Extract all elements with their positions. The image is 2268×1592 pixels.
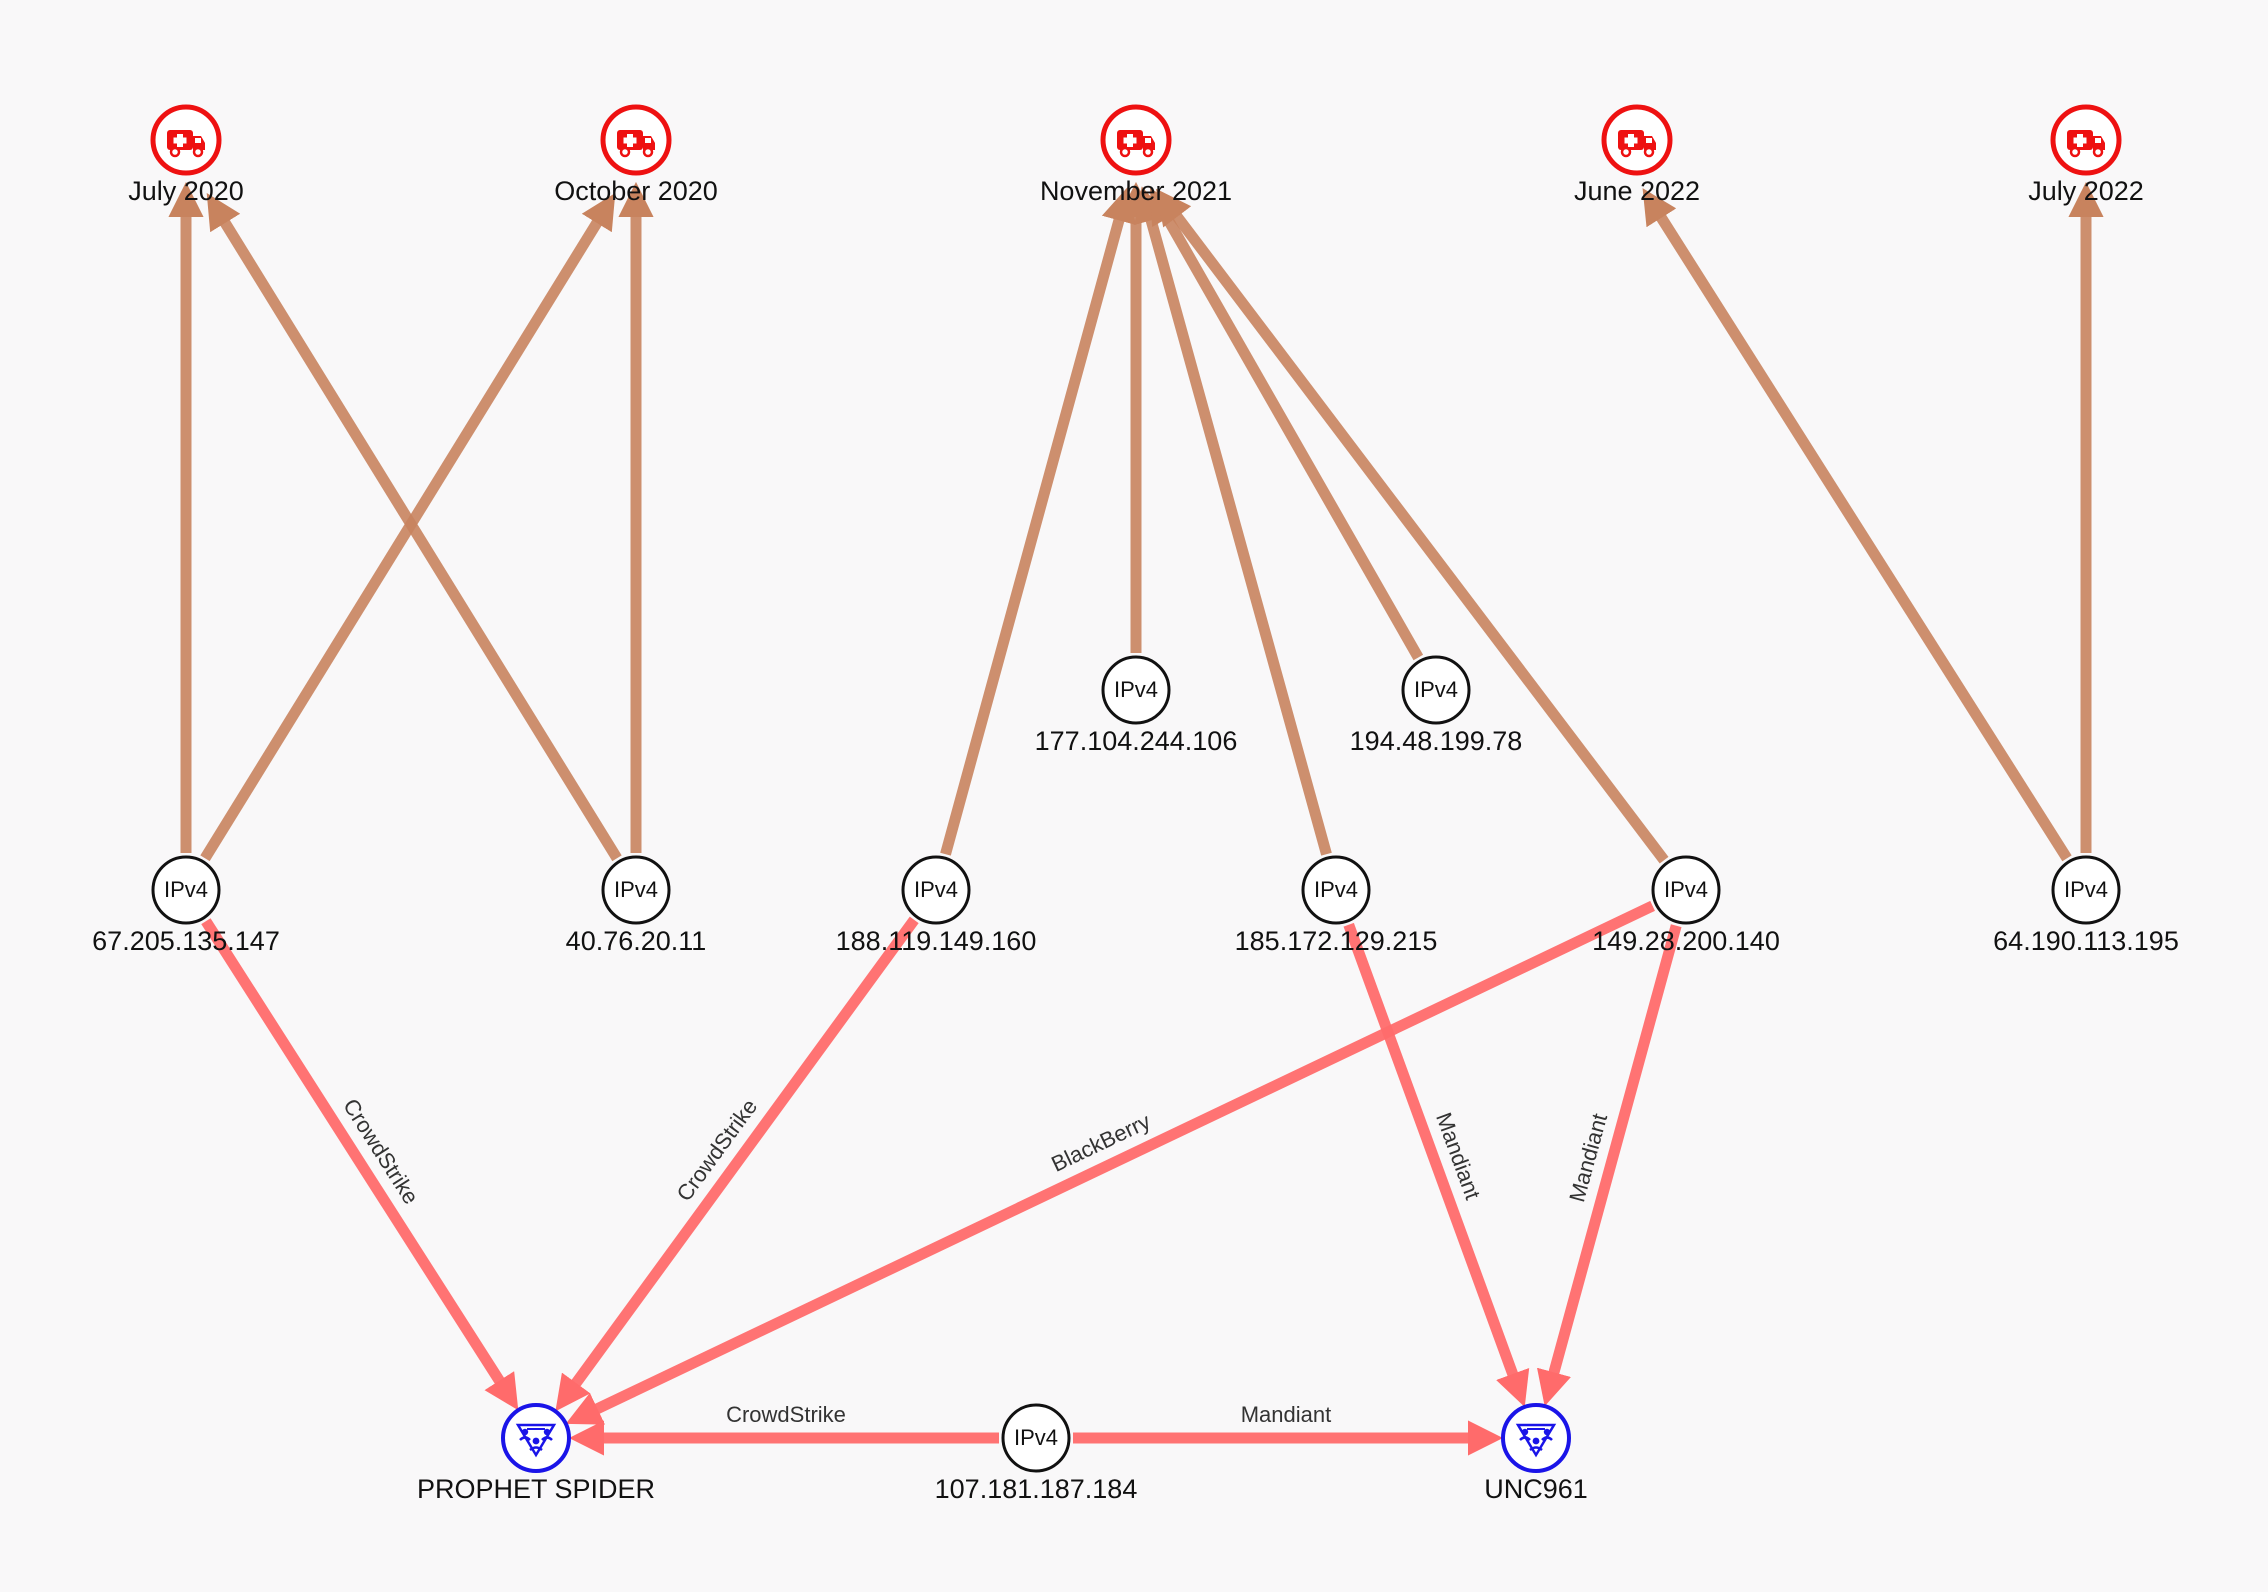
ipv4-address-label: 107.181.187.184 [935,1474,1138,1504]
ipv4-type-label: IPv4 [1014,1425,1058,1450]
ipv4-type-label: IPv4 [1664,877,1708,902]
ipv4-node-ip-194[interactable]: IPv4 194.48.199.78 [1350,655,1523,756]
ipv4-node-ip-185[interactable]: IPv4 185.172.129.215 [1235,855,1438,956]
ipv4-node-circle [1101,655,1171,725]
ipv4-address-label: 188.119.149.160 [836,926,1037,956]
ipv4-type-label: IPv4 [914,877,958,902]
threat-actor-node-ta-prophet[interactable]: PROPHET SPIDER [417,1403,655,1504]
timeline-edge-ip-64-inc-jun2022[interactable] [1642,188,2072,862]
ipv4-type-label: IPv4 [2064,877,2108,902]
incident-label: June 2022 [1574,176,1700,206]
ipv4-type-label: IPv4 [164,877,208,902]
ipv4-type-label: IPv4 [1314,877,1358,902]
edge-label: CrowdStrike [726,1402,846,1427]
attribution-edge-ip-149-ta-unc961[interactable] [1536,924,1682,1407]
threat-group-icon [515,1423,557,1458]
nodes-layer: July 2020 October 2020 November 2021 June 2… [92,104,2179,1504]
timeline-edge-ip-40-inc-jul2020[interactable] [206,193,622,862]
ipv4-node-ip-149[interactable]: IPv4 149.28.200.140 [1592,855,1780,956]
timeline-edge-ip-194-inc-nov2021[interactable] [1149,187,1424,661]
ipv4-node-circle [1651,855,1721,925]
edge-label: Mandiant [1241,1402,1332,1427]
ipv4-type-label: IPv4 [614,877,658,902]
incident-node-inc-nov2021[interactable]: November 2021 [1040,104,1232,206]
timeline-edge-ip-188-inc-nov2021[interactable] [940,186,1136,856]
ipv4-node-ip-188[interactable]: IPv4 188.119.149.160 [836,855,1037,956]
ipv4-address-label: 177.104.244.106 [1035,726,1238,756]
ambulance-icon [1117,130,1155,158]
incident-label: October 2020 [554,176,718,206]
ipv4-node-circle [1301,855,1371,925]
ipv4-node-circle [1001,1403,1071,1473]
attribution-edge-ip-149-ta-prophet[interactable] [565,900,1655,1425]
ipv4-address-label: 40.76.20.11 [566,926,707,956]
ipv4-node-ip-64[interactable]: IPv4 64.190.113.195 [1993,855,2179,956]
ambulance-icon [617,130,655,158]
threat-actor-label: UNC961 [1484,1474,1588,1504]
ipv4-address-label: 185.172.129.215 [1235,926,1438,956]
ambulance-icon [167,130,205,158]
ipv4-address-label: 64.190.113.195 [1993,926,2179,956]
incident-label: July 2020 [128,176,244,206]
ipv4-type-label: IPv4 [1414,677,1458,702]
attribution-edge-ip-188-ta-prophet[interactable] [555,916,919,1412]
timeline-edge-ip-149-inc-nov2021[interactable] [1156,188,1669,864]
ipv4-address-label: 149.28.200.140 [1592,926,1780,956]
incident-node-inc-jul2022[interactable]: July 2022 [2028,104,2144,206]
incident-node-inc-oct2020[interactable]: October 2020 [554,104,718,206]
incident-label: July 2022 [2028,176,2144,206]
ipv4-node-circle [901,855,971,925]
incident-label: November 2021 [1040,176,1232,206]
threat-group-icon [1515,1423,1557,1458]
ipv4-node-ip-107[interactable]: IPv4 107.181.187.184 [935,1403,1138,1504]
attribution-edge-ip-67-ta-prophet[interactable] [201,918,519,1411]
ipv4-node-circle [1401,655,1471,725]
ipv4-node-circle [151,855,221,925]
ipv4-address-label: 67.205.135.147 [92,926,280,956]
ipv4-node-circle [2051,855,2121,925]
timeline-edge-ip-67-inc-oct2020[interactable] [200,193,616,862]
ipv4-node-ip-67[interactable]: IPv4 67.205.135.147 [92,855,280,956]
ipv4-node-ip-177[interactable]: IPv4 177.104.244.106 [1035,655,1238,756]
threat-actor-node-ta-unc961[interactable]: UNC961 [1484,1403,1588,1504]
threat-actor-label: PROPHET SPIDER [417,1474,655,1504]
edges-layer [168,181,2104,1456]
ambulance-icon [2067,130,2105,158]
ipv4-address-label: 194.48.199.78 [1350,726,1523,756]
ipv4-node-ip-40[interactable]: IPv4 40.76.20.11 [566,855,707,956]
attribution-edge-ip-185-ta-unc961[interactable] [1343,922,1530,1408]
incident-node-inc-jul2020[interactable]: July 2020 [128,104,244,206]
ipv4-type-label: IPv4 [1114,677,1158,702]
ipv4-node-circle [601,855,671,925]
incident-node-inc-jun2022[interactable]: June 2022 [1574,104,1700,206]
timeline-edge-ip-185-inc-nov2021[interactable] [1134,186,1332,856]
ambulance-icon [1618,130,1656,158]
